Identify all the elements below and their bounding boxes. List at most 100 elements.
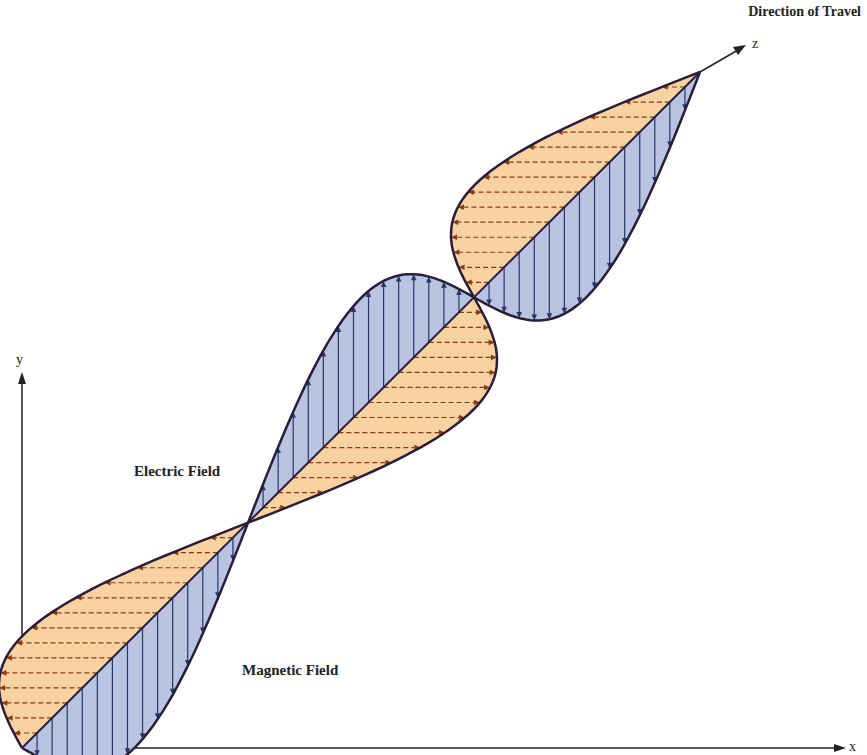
electric-vector [471,282,489,283]
magnetic-vector [594,177,595,283]
magnetic-vector [458,294,459,312]
magnetic-vector [293,417,294,478]
z-axis [700,50,738,72]
magnetic-vector [232,538,233,556]
magnetic-vector [262,489,263,507]
electric-vector [508,162,610,163]
magnetic-vector [504,267,505,308]
magnetic-vector [172,598,173,690]
y-axis-head [18,372,26,384]
lobe-outline [451,72,700,297]
magnetic-vector [564,207,565,309]
electric-vector [562,131,640,132]
magnetic-vector [52,718,53,755]
magnetic-vector [609,162,610,264]
electric-vector [56,612,158,613]
magnetic-vector [579,192,580,298]
electric-vector [488,177,594,178]
electric-vector [629,101,670,102]
magnetic-vector [639,132,640,210]
axis-label: y [16,352,23,367]
electric-vector [21,642,127,643]
field-lobe [474,72,700,321]
electric-vector [473,192,579,193]
lobe-outline [0,523,248,748]
electric-vector [19,732,37,733]
magnetic-vector [353,311,354,417]
electric-vector [457,222,549,223]
magnetic-vector [549,222,550,314]
electric-vector [278,492,319,493]
electric-vector [464,267,505,268]
z-axis-head [733,45,746,55]
axis-label: z [752,36,758,51]
electric-vector [36,627,142,628]
axis-label: x [849,739,856,754]
electric-vector [667,86,685,87]
magnetic-vector [654,117,655,178]
electric-vector [6,702,67,703]
field-lobe [248,274,474,523]
magnetic-vector [202,568,203,629]
magnetic-vector [669,102,670,143]
magnetic-vector [97,673,98,755]
electric-vector [323,447,415,448]
magnetic-vector [142,628,143,734]
magnetic-vector [157,613,158,715]
magnetic-vector [217,553,218,594]
electric-vector [458,252,519,253]
electric-vector [384,387,486,388]
field-label: Magnetic Field [242,662,338,679]
magnetic-vector [338,331,339,433]
electric-vector [353,417,459,418]
magnetic-vector [534,237,535,315]
magnetic-vector [368,296,369,402]
electric-vector [459,312,477,313]
magnetic-vector [308,384,309,462]
electric-vector [293,477,354,478]
axes [18,45,846,752]
electric-vector [338,432,440,433]
magnetic-vector [278,452,279,493]
magnetic-vector [127,643,128,749]
electric-vector [414,357,492,358]
magnetic-vector [112,658,113,755]
magnetic-vector [488,282,489,300]
electric-vector [456,237,534,238]
electric-vector [399,372,491,373]
x-axis-head [834,744,846,752]
electric-vector [110,582,188,583]
x-axis [22,747,836,749]
electric-vector [263,507,281,508]
magnetic-vector [383,286,384,388]
electric-vector [142,567,203,568]
electric-vector [5,672,97,673]
magnetic-vector [36,733,37,751]
magnetic-vector [67,703,68,755]
lobe-outline [248,297,497,522]
magnetic-vector [187,583,188,661]
electric-vector [215,537,233,538]
electric-vector [594,116,655,117]
magnetic-vector [443,287,444,328]
magnetic-vector [398,280,399,372]
electric-vector [81,597,173,598]
propagation-axis [22,72,700,748]
lobe-outline [474,72,700,321]
magnetic-vector [82,688,83,755]
magnetic-vector [323,356,324,448]
electric-vector [4,687,82,688]
electric-vector [308,462,386,463]
arrow-head [0,685,5,691]
field-label: Electric Field [134,463,220,480]
electric-vector [177,552,218,553]
lobe-outline [22,523,248,755]
electric-vector [429,342,490,343]
magnetic-vector [413,279,414,357]
magnetic-vector [428,282,429,343]
electric-vector [12,717,53,718]
lobe-outline [248,274,474,523]
electric-vector [533,147,625,148]
electric-vector [11,657,113,658]
